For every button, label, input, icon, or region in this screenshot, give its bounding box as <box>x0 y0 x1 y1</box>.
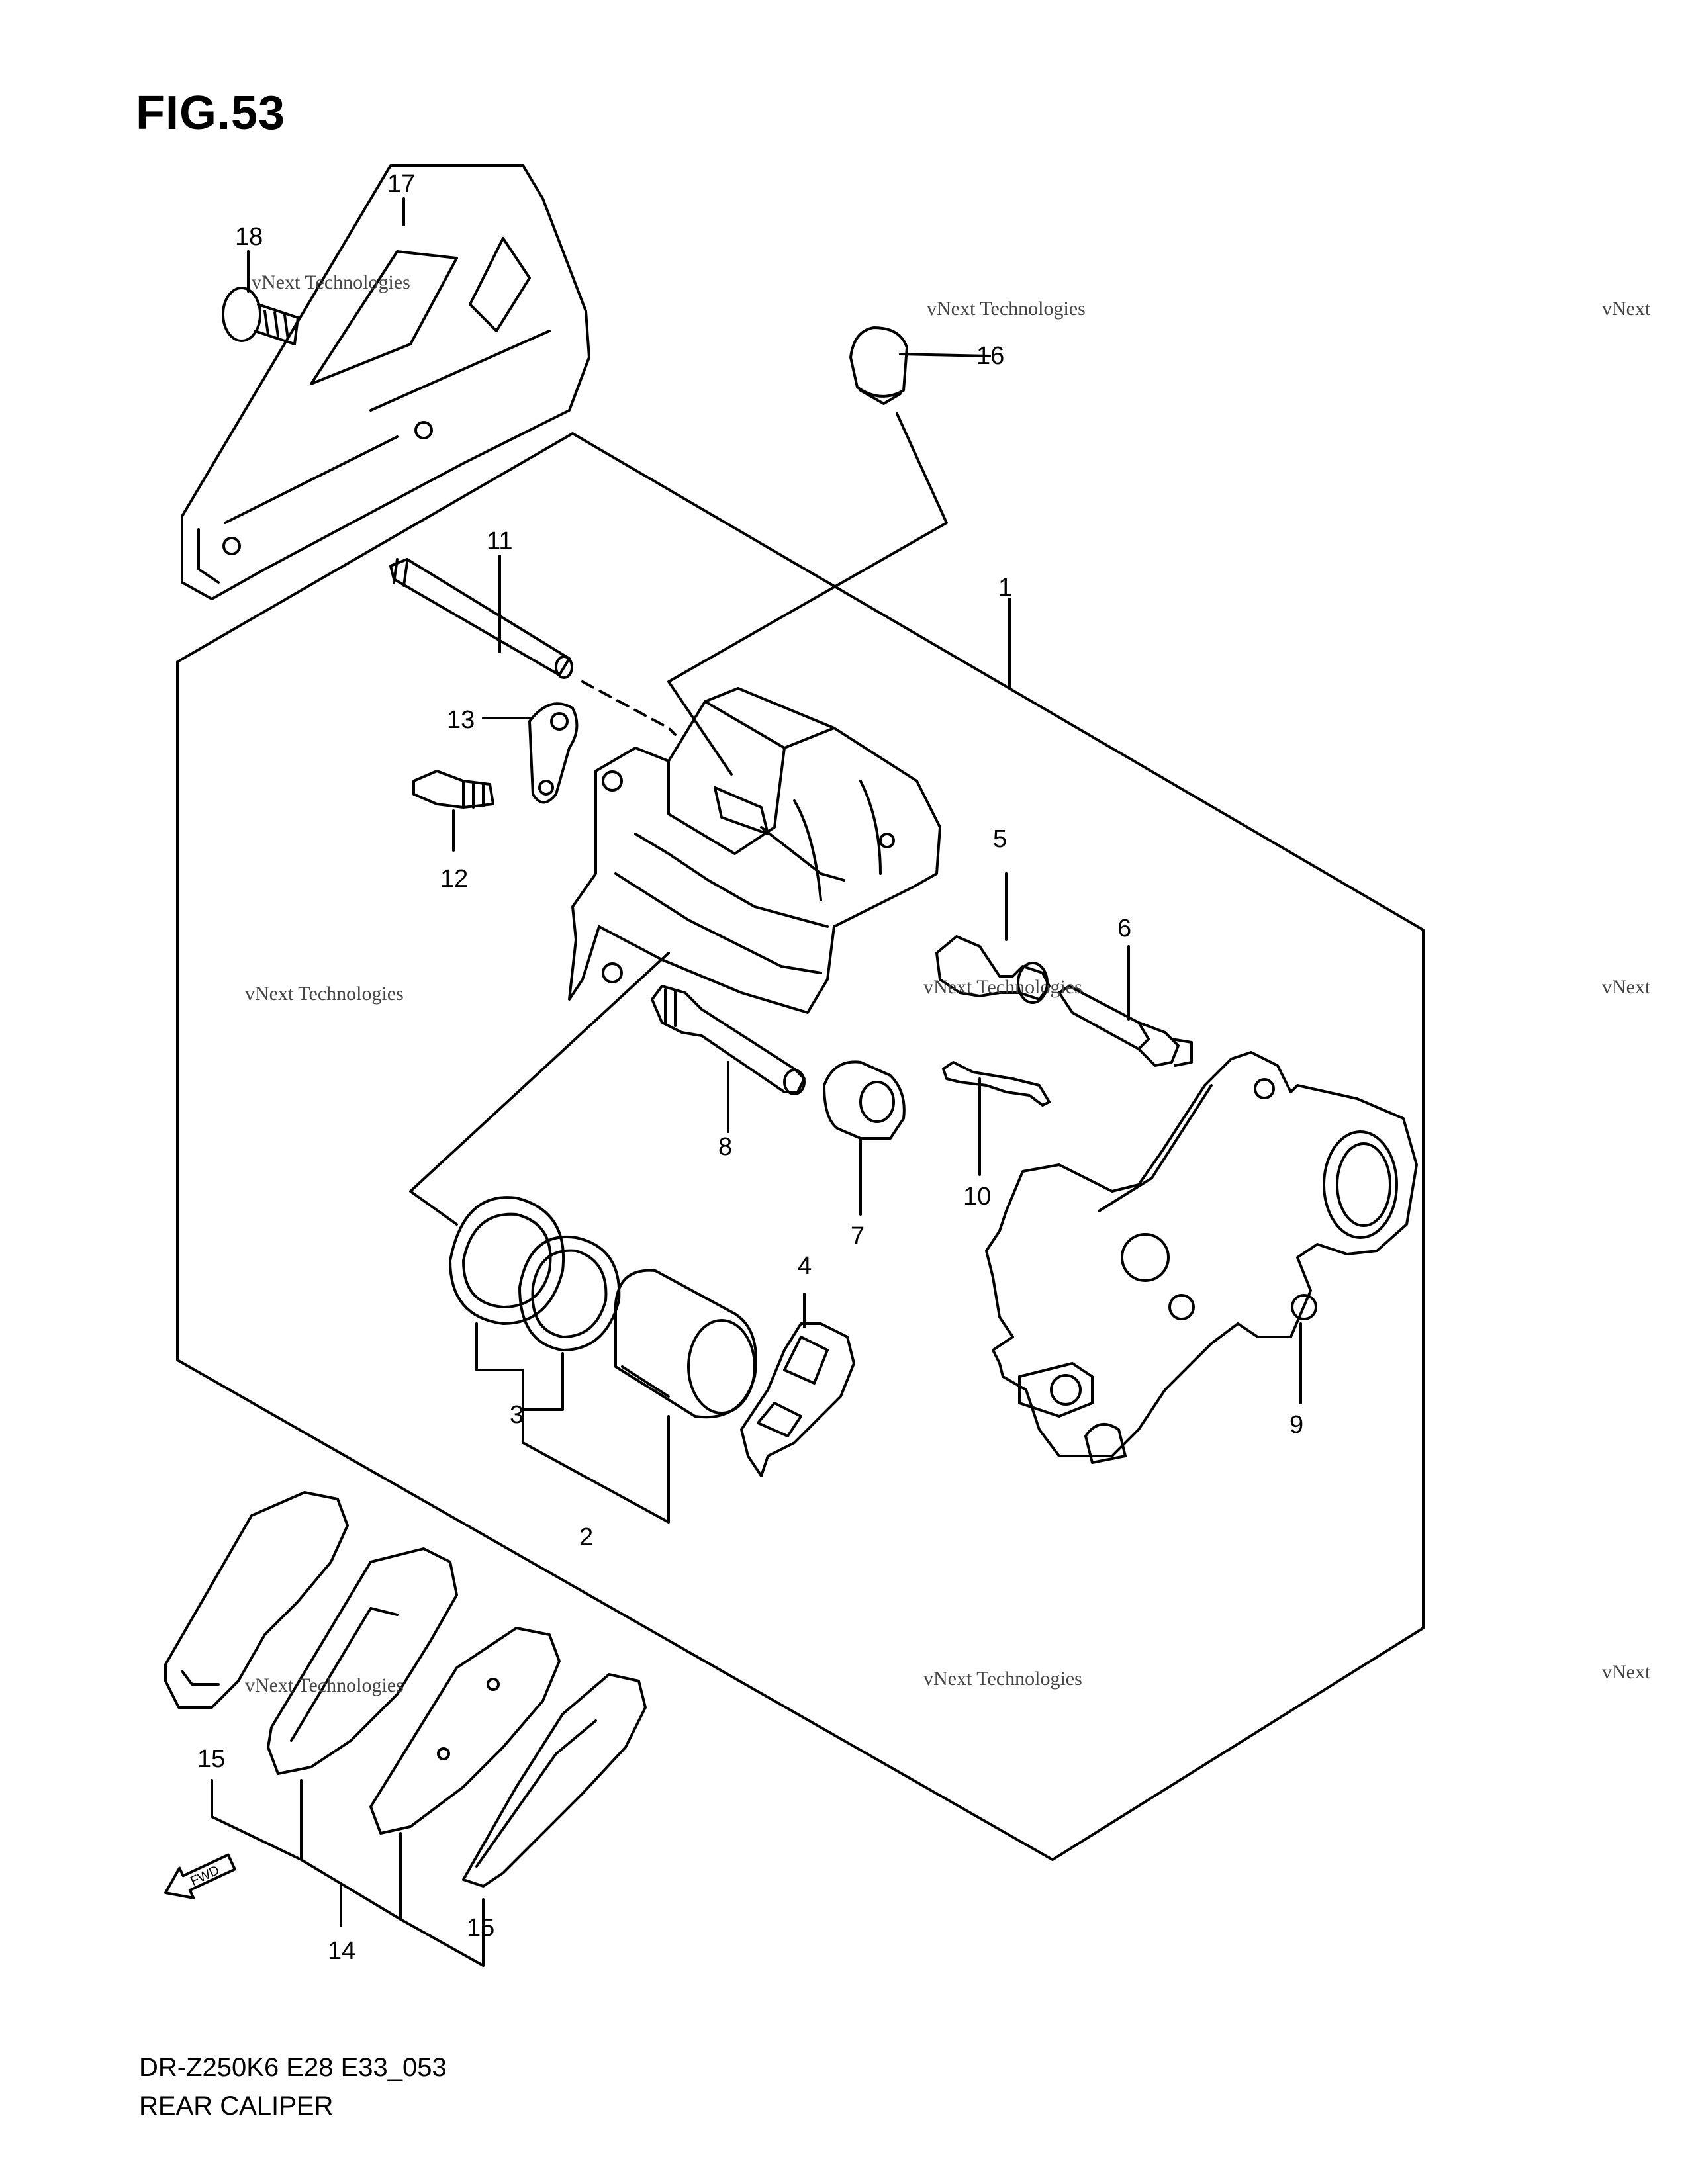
leader-16 <box>667 353 991 776</box>
callout-9: 9 <box>1289 1411 1303 1439</box>
caliper-sleeve <box>935 935 1051 1004</box>
diagram-name: REAR CALIPER <box>139 2091 334 2120</box>
fwd-arrow-icon: FWD <box>164 1853 236 1899</box>
pad-pin <box>389 558 573 679</box>
pad-spring <box>942 1061 1051 1107</box>
callout-10: 10 <box>963 1183 991 1210</box>
slide-pin <box>651 985 806 1095</box>
callout-7: 7 <box>851 1222 865 1250</box>
assembly-outline <box>176 432 1425 1861</box>
bleeder-cap <box>849 326 908 405</box>
callout-11: 11 <box>487 527 512 555</box>
bleeder-valve <box>412 770 494 809</box>
leader-3 <box>475 1322 564 1411</box>
leader-15-left <box>211 1779 303 1861</box>
caliper-guard-bracket <box>181 164 590 600</box>
spring-link <box>528 702 579 804</box>
callout-1: 1 <box>998 574 1012 602</box>
guard-bolt <box>222 287 299 345</box>
leader-body-pads <box>409 952 670 1226</box>
callout-14: 14 <box>328 1937 355 1965</box>
callout-2: 2 <box>579 1524 593 1551</box>
callout-8: 8 <box>718 1133 732 1161</box>
callout-12: 12 <box>440 865 468 893</box>
brake-pads <box>164 1491 647 1888</box>
piston-seals <box>449 1196 621 1351</box>
caliper-piston <box>614 1269 757 1419</box>
callout-3: 3 <box>510 1401 524 1429</box>
caliper-body <box>568 687 941 1014</box>
figure-title: FIG.53 <box>136 87 286 140</box>
callout-13: 13 <box>447 706 475 734</box>
callout-15-right: 15 <box>467 1914 494 1942</box>
leader-11-dash <box>581 680 677 736</box>
model-code: DR-Z250K6 E28 E33_053 <box>139 2053 447 2082</box>
callout-18: 18 <box>235 223 263 251</box>
callout-17: 17 <box>387 170 415 198</box>
leader-2 <box>522 1408 670 1524</box>
callout-16: 16 <box>976 342 1004 370</box>
callout-5: 5 <box>993 825 1007 853</box>
pin-boot <box>823 1060 906 1140</box>
diagram-caption: DR-Z250K6 E28 E33_053 REAR CALIPER <box>139 2048 447 2125</box>
pad-shim <box>740 1322 855 1477</box>
callout-6: 6 <box>1117 915 1131 942</box>
callout-4: 4 <box>798 1252 812 1280</box>
caliper-holder <box>985 1051 1418 1464</box>
mounting-bolt <box>1058 985 1193 1067</box>
callout-15-left: 15 <box>197 1745 225 1773</box>
